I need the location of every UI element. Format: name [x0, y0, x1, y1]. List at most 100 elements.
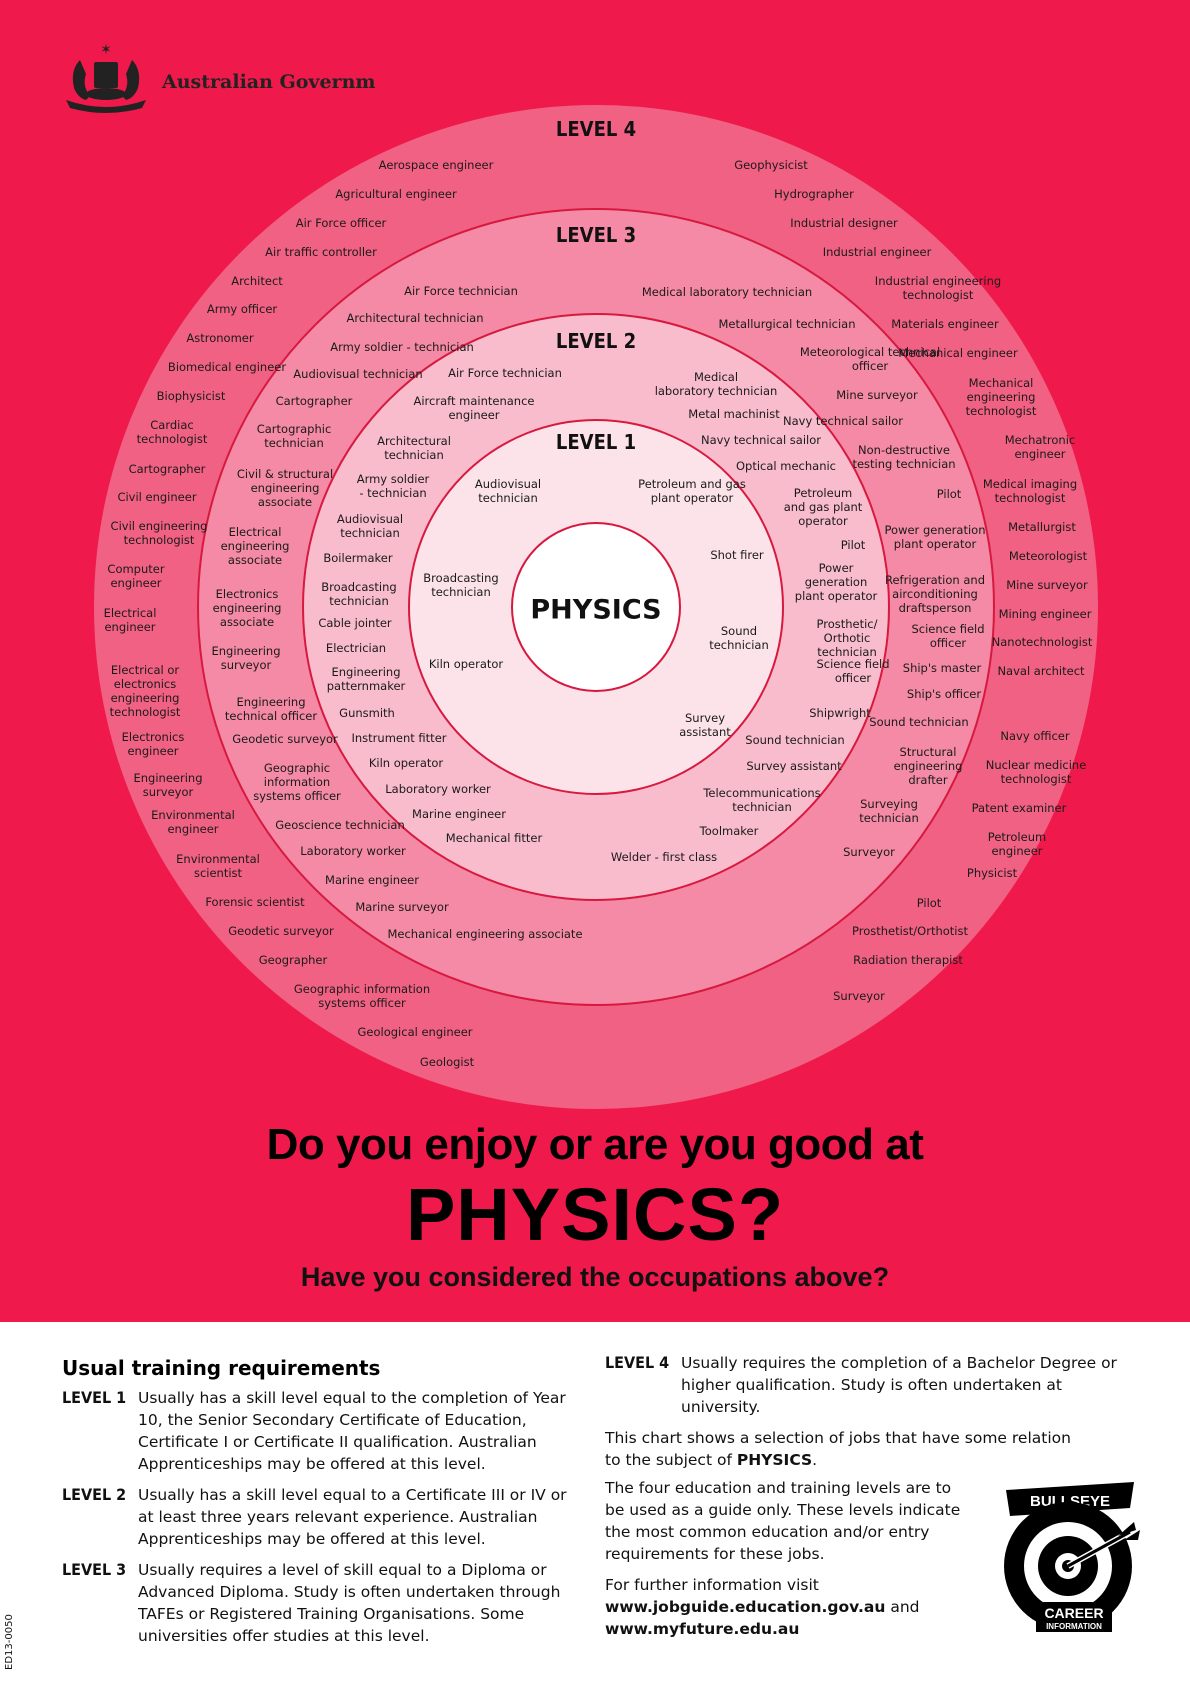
training-level-1-key: LEVEL 1	[62, 1388, 127, 1407]
level4-occupation: Astronomer	[186, 331, 254, 345]
poster-top-panel: ✶ Australian Government LEVEL 4 LEVEL 3 …	[0, 0, 1190, 1322]
training-level-3-text: Usually requires a level of skill equal …	[138, 1561, 561, 1645]
level3-occupation: Electronics engineering associate	[212, 587, 282, 629]
level3-occupation: Sound technician	[869, 715, 969, 729]
level3-occupation: Science field officer	[911, 622, 985, 650]
level2-occupation: Telecommunications technician	[703, 786, 821, 814]
training-heading: Usual training requirements	[62, 1356, 381, 1380]
level3-occupation: Geographic information systems officer	[253, 761, 341, 803]
level4-occupation: Air Force officer	[295, 216, 387, 230]
level3-occupation: Non-destructive testing technician	[852, 443, 956, 471]
chart-note-subject: PHYSICS	[736, 1451, 813, 1469]
level2-label: LEVEL 2	[555, 329, 637, 353]
training-level-3: LEVEL 3 Usually requires a level of skil…	[62, 1559, 572, 1647]
training-level-4: LEVEL 4 Usually requires the completion …	[605, 1352, 1135, 1418]
level2-occupation: Air Force technician	[448, 366, 562, 380]
level4-occupation: Industrial designer	[790, 216, 898, 230]
level2-occupation: Medical laboratory technician	[654, 370, 778, 398]
training-level-2: LEVEL 2 Usually has a skill level equal …	[62, 1484, 572, 1550]
chart-note: This chart shows a selection of jobs tha…	[605, 1427, 1085, 1471]
level2-occupation: Prosthetic/ Orthotic technician	[816, 617, 878, 659]
level4-occupation: Aerospace engineer	[378, 158, 494, 172]
question-line-3: Have you considered the occupations abov…	[300, 1262, 890, 1292]
level2-occupation: Army soldier - technician	[356, 472, 430, 500]
training-level-4-key: LEVEL 4	[605, 1353, 670, 1372]
bullseye-logo-information: INFORMATION	[1046, 1622, 1102, 1631]
level2-occupation: Navy technical sailor	[700, 433, 822, 447]
level3-occupation: Marine engineer	[325, 873, 419, 887]
level2-occupation: Sound technician	[745, 733, 845, 747]
question-line-1: Do you enjoy or are you good at	[266, 1120, 924, 1169]
level2-occupation: Audiovisual technician	[336, 512, 404, 540]
level3-occupation: Pilot	[936, 487, 962, 501]
level2-occupation: Laboratory worker	[385, 782, 491, 796]
level3-label: LEVEL 3	[555, 223, 637, 247]
training-level-2-text: Usually has a skill level equal to a Cer…	[138, 1486, 567, 1548]
level4-occupation: Surveyor	[833, 989, 885, 1003]
level3-occupation: Medical laboratory technician	[641, 285, 813, 299]
link-myfuture[interactable]: www.myfuture.edu.au	[605, 1620, 800, 1638]
training-level-2-key: LEVEL 2	[62, 1485, 127, 1504]
info-block: For further information visit www.jobgui…	[605, 1574, 985, 1640]
level3-occupation: Mine surveyor	[836, 388, 918, 402]
level3-occupation: Engineering surveyor	[211, 644, 281, 672]
level2-occupation: Architectural technician	[377, 434, 451, 462]
training-level-1: LEVEL 1 Usually has a skill level equal …	[62, 1387, 572, 1475]
level3-occupation: Geodetic surveyor	[232, 732, 338, 746]
level3-occupation: Power generation plant operator	[884, 523, 986, 551]
level2-occupation: Electrician	[325, 641, 387, 655]
level4-occupation: Meteorologist	[1008, 549, 1088, 563]
level4-occupation: Environmental engineer	[151, 808, 235, 836]
level2-occupation: Instrument fitter	[351, 731, 447, 745]
level1-label: LEVEL 1	[555, 430, 637, 454]
document-code: ED13-0050	[4, 1614, 15, 1670]
level4-occupation: Industrial engineering technologist	[874, 274, 1002, 302]
level4-occupation: Nanotechnologist	[991, 635, 1093, 649]
svg-text:✶: ✶	[100, 42, 112, 58]
level4-occupation: Electrical engineer	[103, 606, 157, 634]
level2-occupation: Cable jointer	[318, 616, 392, 630]
level4-occupation: Forensic scientist	[205, 895, 305, 909]
level2-occupation: Survey assistant	[746, 759, 842, 773]
level4-occupation: Industrial engineer	[822, 245, 932, 259]
level2-occupation: Engineering patternmaker	[326, 665, 406, 693]
level2-occupation: Pilot	[840, 538, 866, 552]
level4-occupation: Electronics engineer	[121, 730, 185, 758]
level4-occupation: Agricultural engineer	[335, 187, 457, 201]
level4-occupation: Mechanical engineer	[898, 346, 1018, 360]
level2-occupation: Science field officer	[816, 657, 890, 685]
level3-occupation: Audiovisual technician	[293, 367, 423, 381]
level2-occupation: Broadcasting technician	[321, 580, 397, 608]
org-name: Australian Government	[161, 71, 376, 93]
chart-note-suffix: .	[812, 1451, 818, 1469]
level3-occupation: Meteorological technical officer	[799, 345, 941, 373]
level4-occupation: Physicist	[966, 866, 1018, 880]
info-prefix: For further information visit	[605, 1576, 819, 1594]
level3-occupation: Marine surveyor	[355, 900, 449, 914]
level2-occupation: Kiln operator	[368, 756, 444, 770]
level4-occupation: Architect	[231, 274, 283, 288]
level3-occupation: Geoscience technician	[275, 818, 405, 832]
coat-of-arms-logo: ✶ Australian Government	[66, 42, 376, 113]
guide-note: The four education and training levels a…	[605, 1479, 961, 1563]
level4-occupation: Pilot	[916, 896, 942, 910]
level2-occupation: Boilermaker	[323, 551, 393, 565]
level3-occupation: Army soldier - technician	[330, 340, 474, 354]
level3-occupation: Architectural technician	[346, 311, 484, 325]
level4-occupation: Biophysicist	[156, 389, 226, 403]
level1-occupation: Audiovisual technician	[474, 477, 542, 505]
level4-occupation: Mine surveyor	[1006, 578, 1088, 592]
level1-occupation: Shot firer	[710, 548, 764, 562]
level2-occupation: Welder - first class	[610, 850, 718, 864]
level4-occupation: Mining engineer	[998, 607, 1092, 621]
level2-occupation: Shipwright	[809, 706, 871, 720]
level2-occupation: Gunsmith	[339, 706, 395, 720]
level3-occupation: Civil & structural engineering associate	[236, 467, 334, 509]
link-jobguide[interactable]: www.jobguide.education.gov.au	[605, 1598, 886, 1616]
level3-occupation: Engineering technical officer	[224, 695, 318, 723]
level3-occupation: Metallurgical technician	[718, 317, 856, 331]
level2-occupation: Mechanical fitter	[445, 831, 543, 845]
level2-occupation: Optical mechanic	[735, 459, 837, 473]
level4-occupation: Civil engineering technologist	[110, 519, 208, 547]
level3-occupation: Ship's master	[902, 661, 982, 675]
